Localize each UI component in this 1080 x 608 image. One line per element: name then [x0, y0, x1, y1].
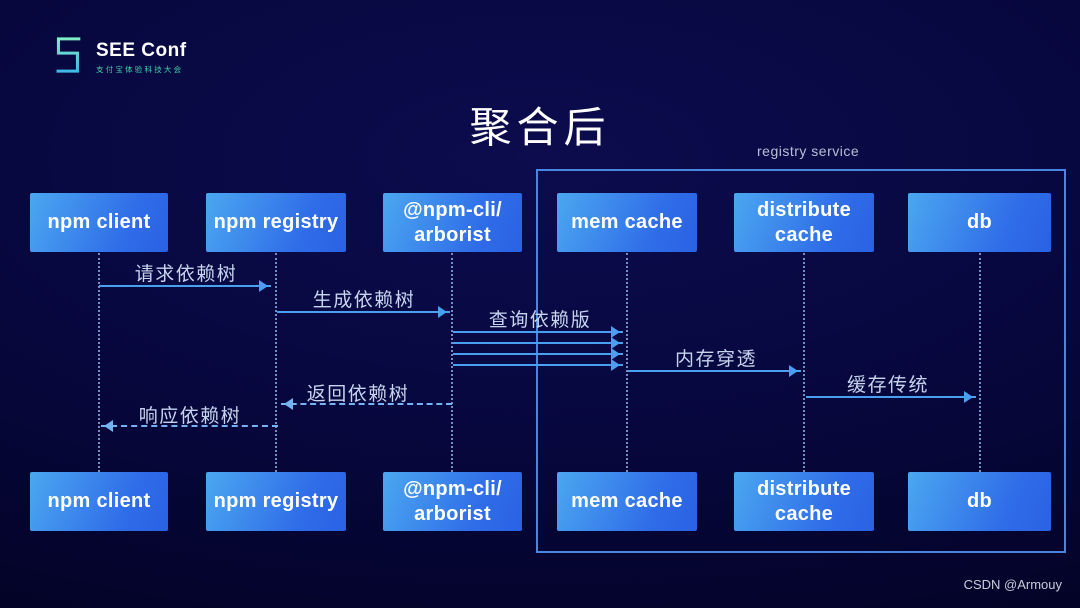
slide-title: 聚合后 — [469, 104, 611, 151]
actor-npm-client-top: npm client — [30, 193, 168, 252]
lifeline-db — [979, 253, 981, 472]
arrow-query-dep-2 — [453, 337, 623, 349]
lifeline-npm-client — [98, 253, 100, 472]
actor-arborist-bottom: @npm-cli/ arborist — [383, 472, 522, 531]
watermark: CSDN @Armouy — [963, 577, 1062, 592]
registry-service-label: registry service — [757, 143, 860, 159]
lifeline-arborist — [451, 253, 453, 472]
actor-db-bottom: db — [908, 472, 1051, 531]
arrow-generate-dep-tree — [277, 306, 450, 318]
see-conf-logo-mark-icon — [48, 34, 86, 81]
message-label-request: 请求依赖树 — [134, 264, 238, 285]
logo-title: SEE Conf — [96, 39, 187, 61]
registry-service-frame — [536, 169, 1066, 553]
actor-arborist-top: @npm-cli/ arborist — [383, 193, 522, 252]
logo-subtitle: 支付宝体验科技大会 — [96, 64, 184, 74]
arrow-query-dep-3 — [453, 348, 623, 360]
arrow-return-dep-tree — [281, 398, 452, 410]
message-label-return: 返回依赖树 — [306, 384, 410, 405]
lifeline-npm-registry — [275, 253, 277, 472]
actor-npm-registry-top: npm registry — [206, 193, 346, 252]
lifeline-distribute-cache — [803, 253, 805, 472]
actor-mem-cache-top: mem cache — [557, 193, 697, 252]
arrow-respond-dep-tree — [101, 420, 278, 432]
message-label-mem-penetrate: 内存穿透 — [674, 349, 758, 370]
actor-distribute-cache-bottom: distribute cache — [734, 472, 874, 531]
arrow-query-dep-1 — [453, 326, 623, 338]
actor-distribute-cache-top: distribute cache — [734, 193, 874, 252]
see-conf-logo: SEE Conf 支付宝体验科技大会 — [48, 34, 187, 81]
lifeline-mem-cache — [626, 253, 628, 472]
message-label-cache-pass: 缓存传统 — [846, 375, 930, 396]
arrow-query-dep-4 — [453, 359, 623, 371]
arrow-request-dep-tree — [99, 280, 271, 292]
arrow-cache-pass — [806, 391, 976, 403]
actor-npm-client-bottom: npm client — [30, 472, 168, 531]
message-label-generate: 生成依赖树 — [312, 290, 416, 311]
message-label-query: 查询依赖版 — [488, 310, 592, 331]
actor-npm-registry-bottom: npm registry — [206, 472, 346, 531]
message-label-respond: 响应依赖树 — [138, 406, 242, 427]
actor-mem-cache-bottom: mem cache — [557, 472, 697, 531]
arrow-mem-penetrate — [628, 365, 801, 377]
actor-db-top: db — [908, 193, 1051, 252]
